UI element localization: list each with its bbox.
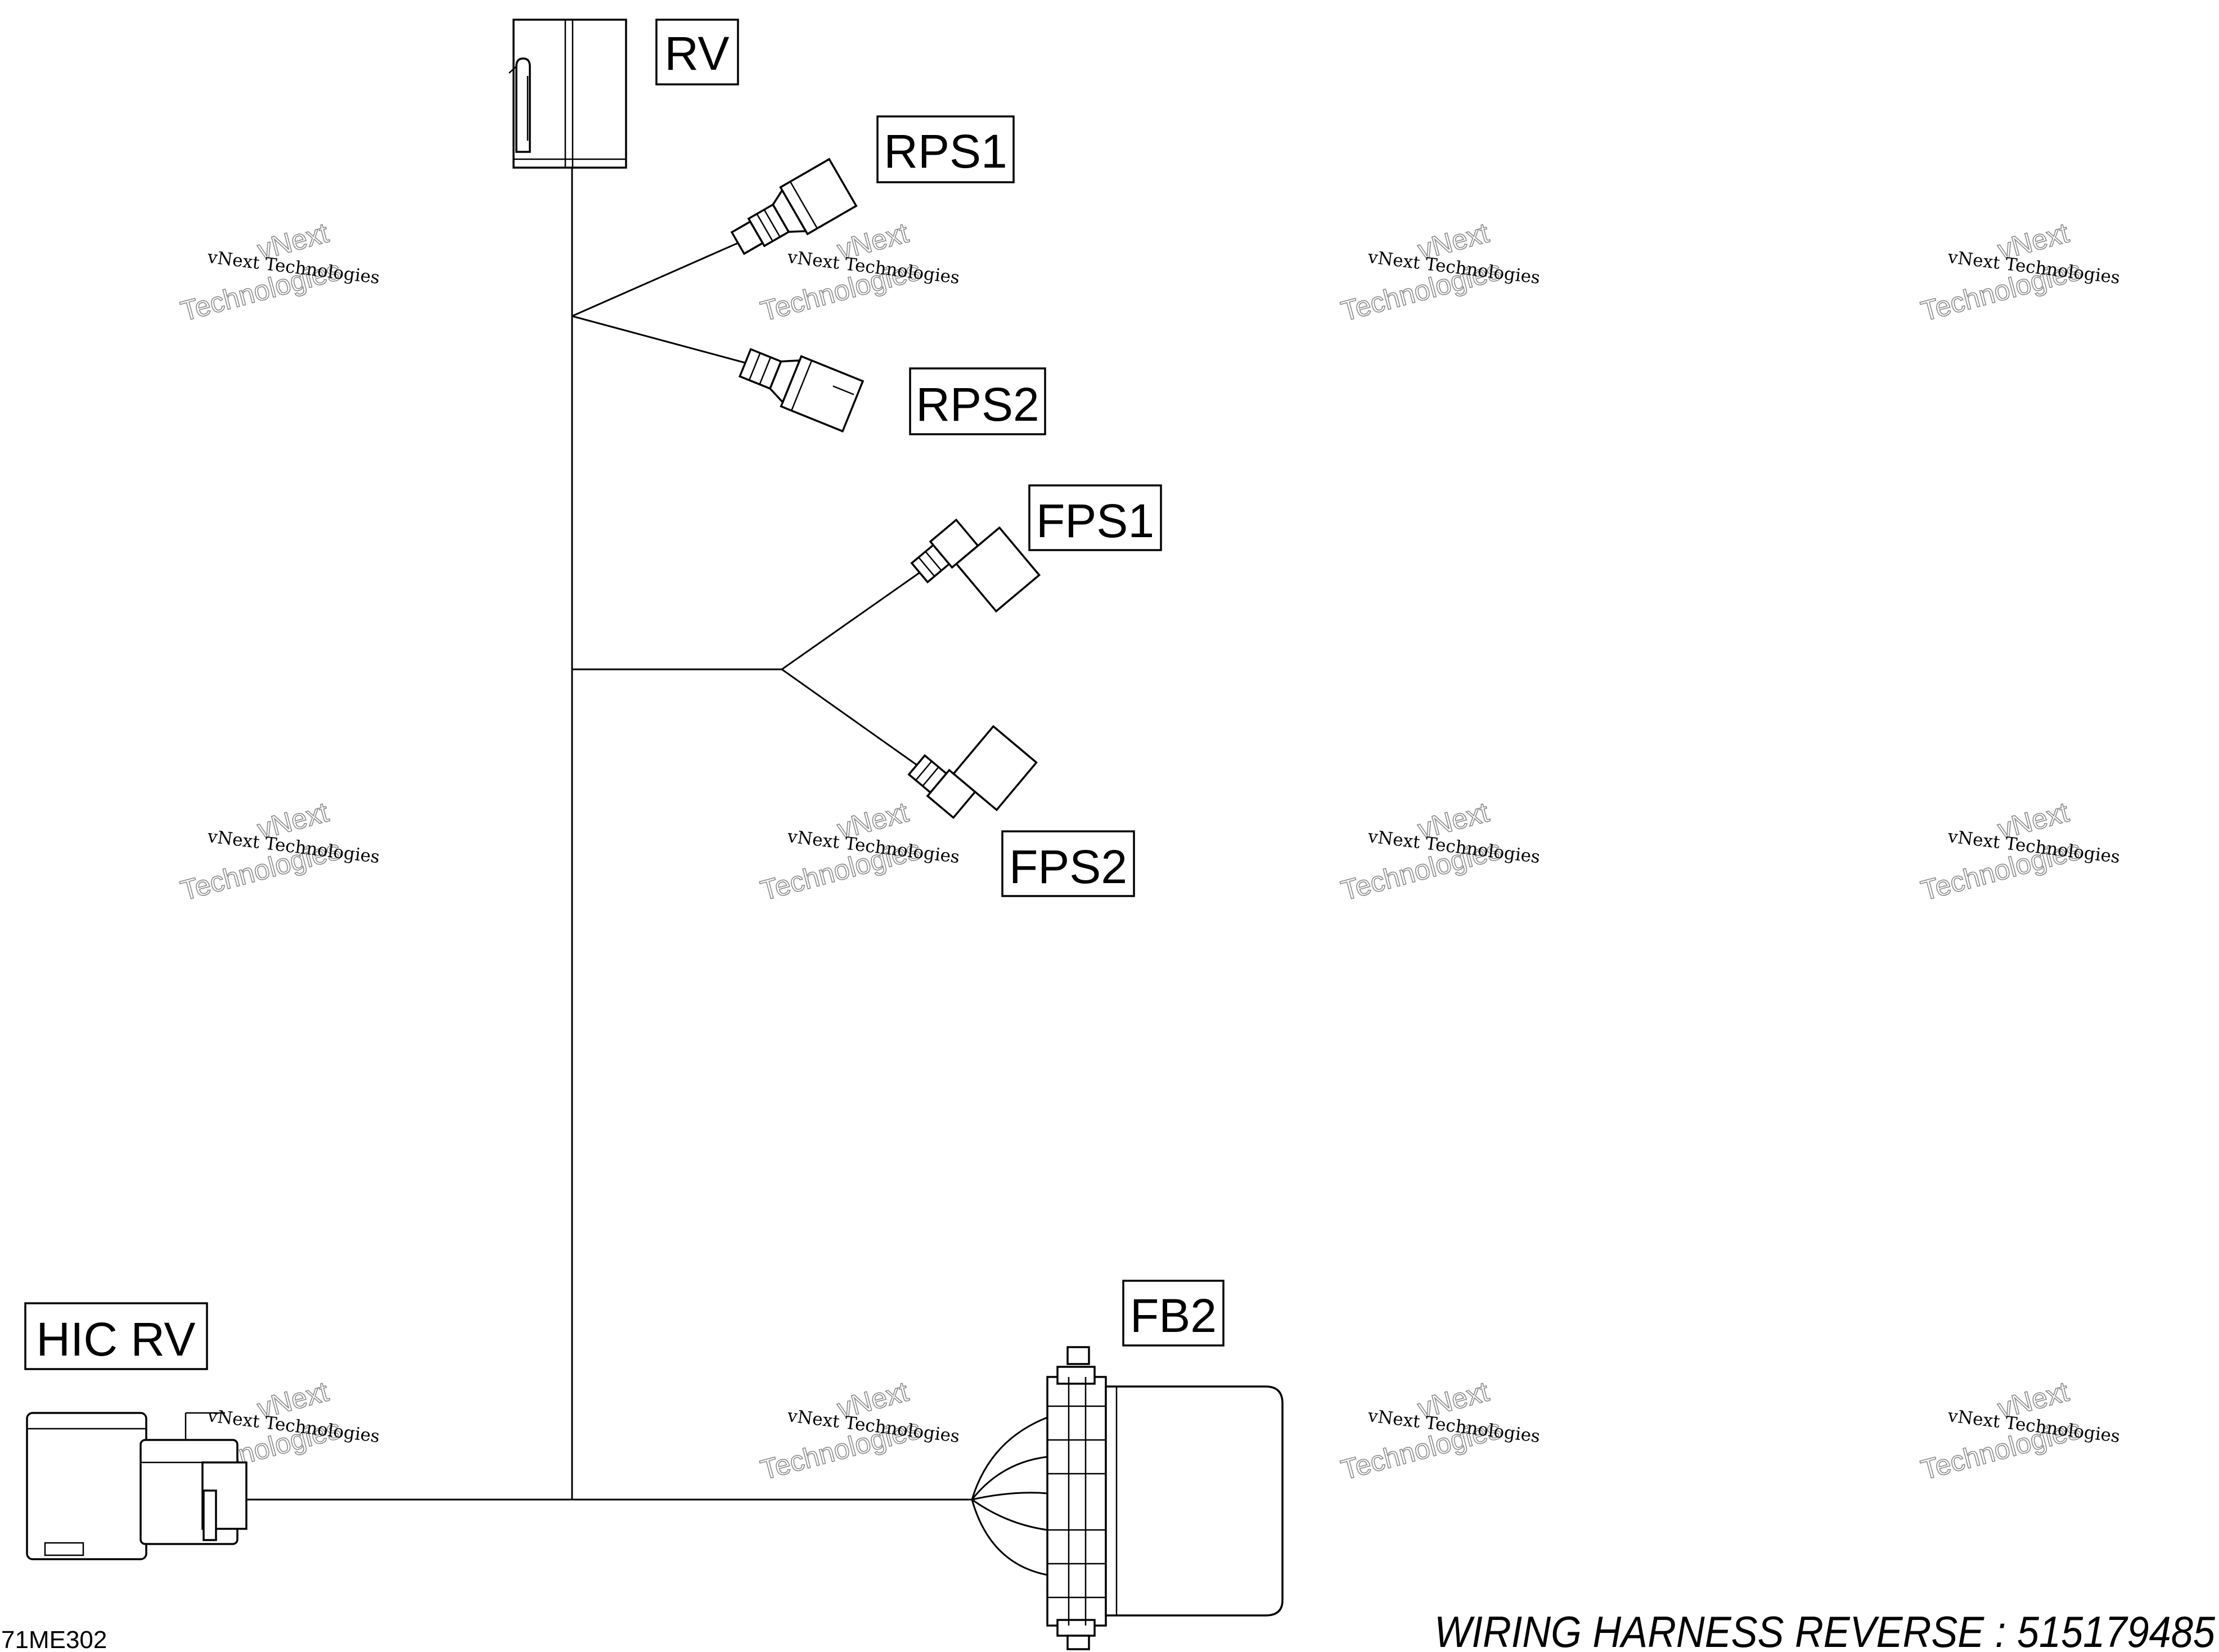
fps1-label: FPS1 — [1028, 484, 1162, 551]
rps2-label: RPS2 — [909, 367, 1046, 435]
hic-rv-label-text: HIC RV — [36, 1313, 195, 1366]
fps1-connector — [910, 518, 1041, 613]
rv-label-text: RV — [664, 27, 729, 80]
diagram-title: WIRING HARNESS REVERSE : 515179485 — [1434, 1607, 2216, 1652]
fps1-label-text: FPS1 — [1036, 494, 1154, 547]
rps1-label-text: RPS1 — [884, 125, 1007, 178]
rps2-label-text: RPS2 — [916, 378, 1039, 431]
rv-connector — [508, 19, 627, 169]
rps2-connector — [738, 348, 865, 433]
hic-rv-label: HIC RV — [24, 1302, 208, 1370]
fps2-label: FPS2 — [1001, 830, 1135, 897]
harness-trunk — [246, 168, 972, 1501]
hic-rv-connector — [26, 1412, 247, 1560]
figure-code: 71ME302 — [1, 1626, 107, 1652]
fps2-connector — [907, 724, 1038, 820]
fb2-label: FB2 — [1122, 1280, 1225, 1347]
rps1-label: RPS1 — [876, 115, 1015, 183]
fb2-label-text: FB2 — [1130, 1289, 1217, 1342]
fps2-label-text: FPS2 — [1009, 840, 1127, 893]
fb2-connector — [971, 1346, 1284, 1650]
rv-label: RV — [655, 19, 739, 85]
rps1-connector — [730, 157, 858, 255]
